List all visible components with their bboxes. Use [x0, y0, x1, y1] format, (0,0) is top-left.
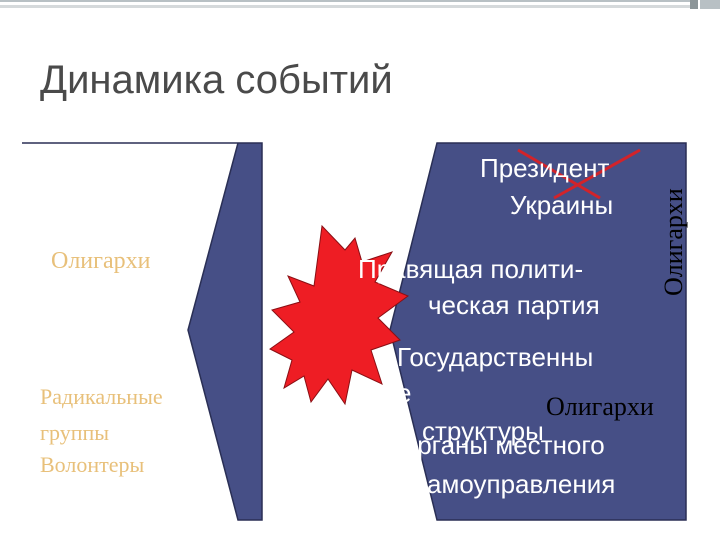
top-decoration [0, 0, 720, 9]
structures-label: структуры [422, 416, 544, 446]
hromada-line-2: Майдана [60, 370, 170, 400]
radicals-label: Радикальные [40, 384, 163, 409]
volunteers-label: Волонтеры [40, 452, 145, 477]
president-line-1: Президент [480, 153, 610, 183]
slide-title: Динамика событий [40, 58, 393, 102]
groups-label: группы [40, 420, 110, 445]
ruling-party-line-1: Правящая полити- [358, 254, 584, 284]
cross-line-2 [553, 148, 641, 200]
explosion-shape [269, 224, 410, 406]
hromada-line-1: Громада [48, 336, 152, 366]
left-panel [22, 142, 263, 521]
president-line-2: Украины [510, 190, 614, 220]
state-line-2: е [397, 378, 412, 408]
opposition-line-1: Оппозиционн [48, 166, 210, 196]
local-gov-line-2: самоуправления [414, 469, 616, 499]
opposition-line-2: ые политики [48, 201, 199, 231]
local-gov-line-1: Органы местного [397, 430, 605, 460]
ruling-party-line-2: ческая партия [428, 290, 600, 320]
state-line-1: Государственны [397, 342, 594, 372]
right-oligarchs-vertical-label: Олигархи [659, 188, 688, 296]
right-oligarchs-label: Олигархи [546, 392, 654, 421]
left-oligarchs-label: Олигархи [51, 248, 151, 274]
cross-line-1 [517, 148, 601, 200]
